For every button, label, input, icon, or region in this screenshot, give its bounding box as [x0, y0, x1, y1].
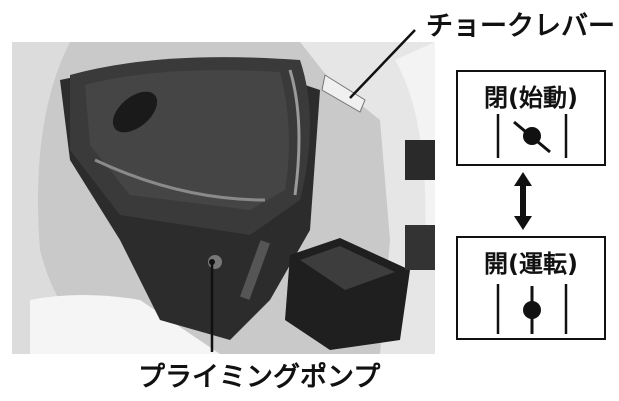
choke-open-diagram [496, 284, 568, 334]
choke-leader-line [349, 29, 416, 99]
photo-left-shroud [12, 42, 120, 354]
fuel-tank [30, 295, 220, 354]
double-vertical-arrow-icon [514, 172, 532, 230]
lever-pivot [523, 301, 541, 319]
choke-lever-label: チョークレバー [426, 11, 615, 42]
lever-pivot [523, 127, 541, 145]
choke-closed-state-box: 閉(始動) [456, 70, 606, 166]
choke-open-state-box: 開(運転) [456, 236, 606, 340]
choke-open-title: 開(運転) [484, 250, 578, 278]
choke-lever [321, 74, 366, 113]
priming-pump-label: プライミングポンプ [138, 362, 381, 393]
choke-closed-title: 閉(始動) [484, 84, 578, 112]
cover-slot [112, 91, 158, 133]
choke-closed-diagram [496, 114, 568, 158]
